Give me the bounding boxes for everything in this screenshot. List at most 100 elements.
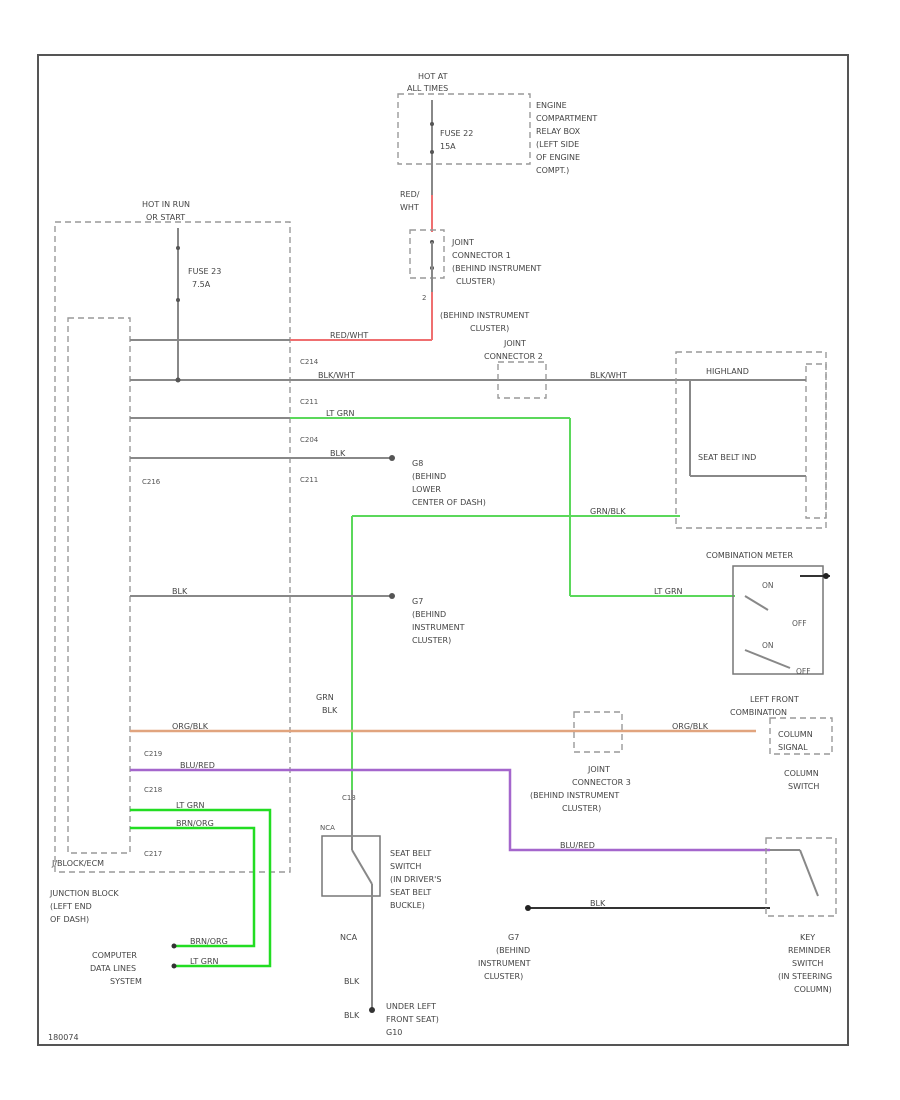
engine-relay-box xyxy=(397,93,531,165)
svg-text:COMPARTMENT: COMPARTMENT xyxy=(536,114,597,123)
cluster-ind1: HIGHLAND xyxy=(706,367,749,376)
svg-text:G7: G7 xyxy=(508,933,519,942)
relay-box-label: ENGINE COMPARTMENT RELAY BOX (LEFT SIDE … xyxy=(536,101,597,175)
svg-text:(LEFT SIDE: (LEFT SIDE xyxy=(536,140,579,149)
brnorg-data-wire xyxy=(130,826,256,948)
svg-text:CONNECTOR 1: CONNECTOR 1 xyxy=(452,251,511,260)
ltgrn-data-label: LT GRN xyxy=(176,801,205,810)
combination-meter-box xyxy=(732,565,824,675)
joint-connector-2-top-label: (BEHIND INSTRUMENT CLUSTER) xyxy=(440,311,529,333)
data-dot2 xyxy=(171,963,177,969)
blured-wire xyxy=(130,768,770,852)
svg-text:CLUSTER): CLUSTER) xyxy=(412,636,451,645)
column-switch-box xyxy=(769,717,833,755)
svg-text:COLUMN): COLUMN) xyxy=(794,985,832,994)
g7-ground-dot xyxy=(389,593,395,599)
svg-text:JOINT: JOINT xyxy=(587,765,610,774)
svg-text:(BEHIND: (BEHIND xyxy=(496,946,530,955)
jb-inner xyxy=(67,317,131,854)
cm-switch2 xyxy=(744,649,791,669)
cm-top-dot xyxy=(823,573,829,579)
svg-text:(LEFT END: (LEFT END xyxy=(50,902,92,911)
svg-text:UNDER LEFT: UNDER LEFT xyxy=(386,1002,436,1011)
cluster-ecu xyxy=(805,363,827,519)
g8-wire-label: BLK xyxy=(330,449,346,458)
junction-block-label: JUNCTION BLOCK (LEFT END OF DASH) xyxy=(49,889,119,924)
footer-code: 180074 xyxy=(48,1033,79,1042)
svg-text:OF DASH): OF DASH) xyxy=(50,915,89,924)
cm-off2: OFF xyxy=(796,667,811,676)
svg-text:(BEHIND: (BEHIND xyxy=(412,472,446,481)
svg-text:OF ENGINE: OF ENGINE xyxy=(536,153,580,162)
ground-g7b-label: G7 (BEHIND INSTRUMENT CLUSTER) xyxy=(478,933,531,981)
sb-wire-label2: BLK xyxy=(344,977,360,986)
jb-name: J/BLOCK/ECM xyxy=(51,859,104,868)
svg-text:DATA LINES: DATA LINES xyxy=(90,964,136,973)
jb-conn-c217: C217 xyxy=(144,850,162,858)
kr-contact xyxy=(799,849,819,897)
svg-text:COLUMN: COLUMN xyxy=(778,730,813,739)
g10-ground-dot xyxy=(369,1007,375,1013)
svg-text:SWITCH: SWITCH xyxy=(390,862,421,871)
blured-label: BLU/RED xyxy=(180,761,215,770)
ground-g10-label: UNDER LEFT FRONT SEAT) G10 xyxy=(386,1002,439,1037)
svg-text:CENTER OF DASH): CENTER OF DASH) xyxy=(412,498,486,507)
svg-text:G8: G8 xyxy=(412,459,423,468)
fuse22-name: FUSE 22 xyxy=(440,129,473,138)
column-switch-label: COLUMN SWITCH xyxy=(784,769,819,791)
svg-text:BUCKLE): BUCKLE) xyxy=(390,901,425,910)
seat-belt-switch-label: SEAT BELT SWITCH (IN DRIVER'S SEAT BELT … xyxy=(390,849,441,910)
svg-text:(IN DRIVER'S: (IN DRIVER'S xyxy=(390,875,441,884)
svg-text:COMPUTER: COMPUTER xyxy=(92,951,137,960)
svg-text:CLUSTER): CLUSTER) xyxy=(470,324,509,333)
junction-block xyxy=(54,221,291,873)
svg-text:SWITCH: SWITCH xyxy=(792,959,823,968)
svg-text:CLUSTER): CLUSTER) xyxy=(484,972,523,981)
ltgrn-data-label2: LT GRN xyxy=(190,957,219,966)
svg-text:RELAY BOX: RELAY BOX xyxy=(536,127,581,136)
svg-text:COLUMN: COLUMN xyxy=(784,769,819,778)
cm-off1: OFF xyxy=(792,619,807,628)
svg-text:(BEHIND INSTRUMENT: (BEHIND INSTRUMENT xyxy=(530,791,619,800)
redwht-label: RED/WHT xyxy=(330,331,368,340)
ltgrn-label2: LT GRN xyxy=(654,587,683,596)
brnorg-data-label2: BRN/ORG xyxy=(190,937,228,946)
svg-text:REMINDER: REMINDER xyxy=(788,946,831,955)
fuse22-bot-dot xyxy=(430,150,434,154)
svg-text:CONNECTOR 2: CONNECTOR 2 xyxy=(484,352,543,361)
conn-c211a: C211 xyxy=(300,398,318,406)
jc1-pin: 2 xyxy=(422,294,426,302)
fuse22-top-dot xyxy=(430,122,434,126)
svg-text:SEAT BELT: SEAT BELT xyxy=(390,849,431,858)
cluster-ind2: SEAT BELT IND xyxy=(698,453,756,462)
svg-text:G10: G10 xyxy=(386,1028,402,1037)
conn-c211b: C211 xyxy=(300,476,318,484)
column-switch-inner: COLUMN SIGNAL xyxy=(778,730,813,752)
sb-pin-top: C13 xyxy=(342,794,356,802)
joint-connector-1-label: JOINT CONNECTOR 1 (BEHIND INSTRUMENT CLU… xyxy=(451,238,541,286)
jb-splice xyxy=(175,377,181,383)
jb-hot-label: HOT IN RUN xyxy=(142,200,190,209)
joint-connector-1 xyxy=(409,229,445,279)
fuse22-amp: 15A xyxy=(440,142,456,151)
conn-c214: C214 xyxy=(300,358,319,366)
jb-conn-c216: C216 xyxy=(142,478,161,486)
fuse23-bot-dot xyxy=(176,298,180,302)
orgblk-label2: ORG/BLK xyxy=(672,722,709,731)
conn-c204: C204 xyxy=(300,436,319,444)
joint-connector-3 xyxy=(573,711,623,753)
svg-text:JOINT: JOINT xyxy=(451,238,474,247)
svg-text:SEAT BELT: SEAT BELT xyxy=(390,888,431,897)
instrument-cluster xyxy=(675,351,827,529)
svg-text:INSTRUMENT: INSTRUMENT xyxy=(412,623,465,632)
svg-text:(BEHIND INSTRUMENT: (BEHIND INSTRUMENT xyxy=(440,311,529,320)
blured-label2: BLU/RED xyxy=(560,841,595,850)
svg-text:CLUSTER): CLUSTER) xyxy=(456,277,495,286)
fuse23-top-dot xyxy=(176,246,180,250)
ground-g7-label: G7 (BEHIND INSTRUMENT CLUSTER) xyxy=(412,597,465,645)
svg-text:COMPT.): COMPT.) xyxy=(536,166,569,175)
svg-text:LEFT FRONT: LEFT FRONT xyxy=(750,695,799,704)
g7-wire-label: BLK xyxy=(172,587,188,596)
svg-text:FRONT SEAT): FRONT SEAT) xyxy=(386,1015,439,1024)
